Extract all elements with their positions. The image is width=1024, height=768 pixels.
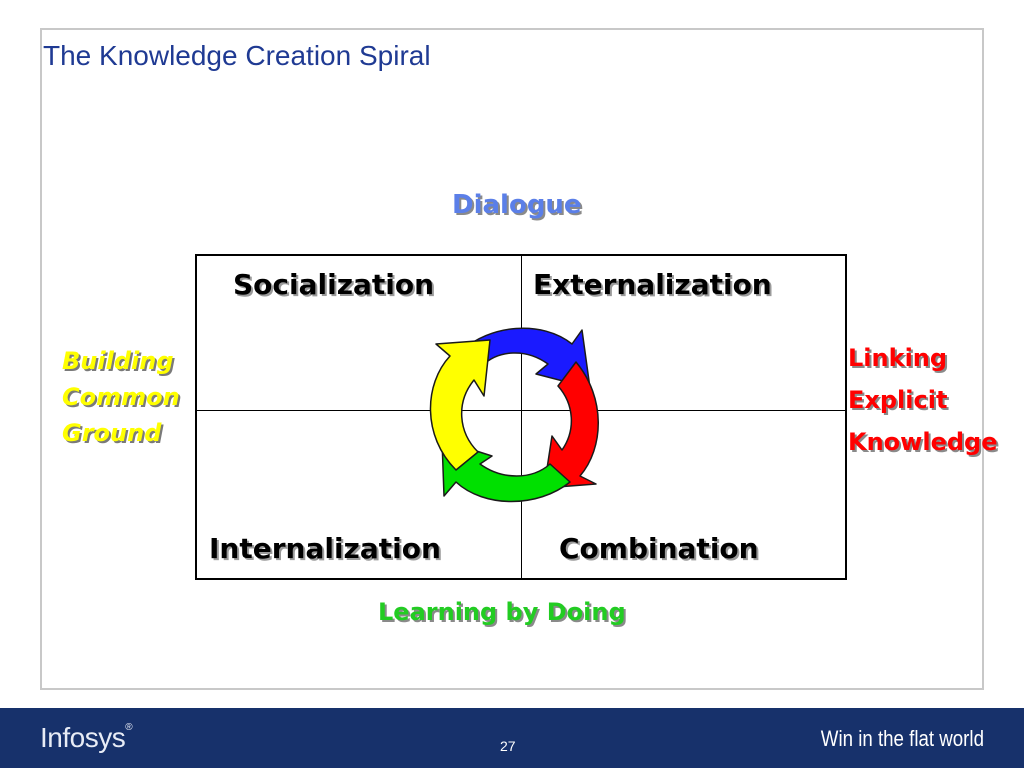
matrix-vertical-divider	[521, 256, 522, 578]
page-number: 27	[500, 738, 516, 754]
quadrant-combination: Combination	[559, 532, 759, 565]
infosys-logo: Infosys®	[40, 722, 133, 754]
label-linking-explicit-knowledge: Linking Explicit Knowledge	[848, 337, 997, 463]
registered-mark: ®	[125, 722, 133, 733]
label-dialogue: Dialogue	[452, 190, 582, 220]
cycle-arrow-red	[543, 361, 599, 489]
knowledge-cycle-arrows	[429, 327, 599, 503]
quadrant-socialization: Socialization	[233, 268, 435, 301]
slide-title: The Knowledge Creation Spiral	[43, 40, 431, 71]
matrix-horizontal-divider	[197, 410, 845, 411]
brand-text: Infosys	[40, 722, 126, 753]
footer-bar: Infosys® 27 Win in the flat world	[0, 708, 1024, 768]
knowledge-matrix: Socialization Externalization Internaliz…	[195, 254, 847, 580]
label-left-line-3: Ground	[62, 419, 162, 447]
label-left-line-2: Common	[62, 383, 180, 411]
label-right-line-1: Linking	[848, 344, 948, 372]
label-left-line-1: Building	[62, 347, 174, 375]
cycle-arrow-blue	[459, 327, 591, 389]
label-building-common-ground: Building Common Ground	[62, 343, 180, 451]
label-right-line-2: Explicit	[848, 386, 948, 414]
quadrant-externalization: Externalization	[533, 268, 772, 301]
footer-tagline: Win in the flat world	[820, 726, 984, 751]
cycle-arrow-yellow	[429, 339, 491, 471]
label-learning-by-doing: Learning by Doing	[378, 598, 626, 626]
label-right-line-3: Knowledge	[848, 428, 998, 456]
quadrant-internalization: Internalization	[209, 532, 441, 565]
